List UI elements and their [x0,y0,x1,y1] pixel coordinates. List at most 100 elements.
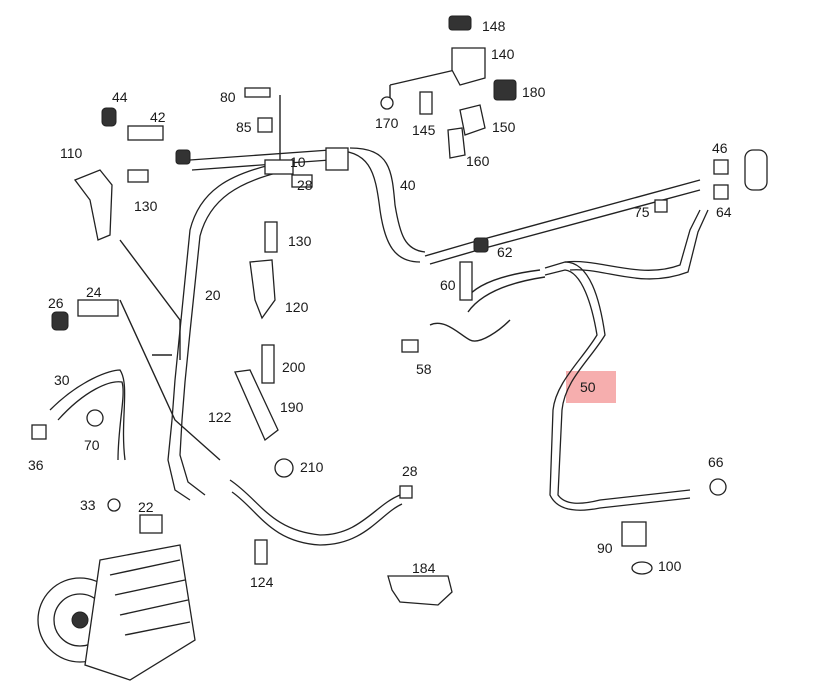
label-64: 64 [716,204,732,220]
compressor[interactable] [37,544,196,681]
hose-40-b [349,147,426,253]
part-28a[interactable] [291,174,313,188]
hose-40 [329,149,421,263]
part-33[interactable] [107,498,121,512]
hose-20 [171,164,271,421]
label-200: 200 [282,359,306,375]
part-170[interactable] [380,96,394,110]
line-60 [464,269,541,301]
hose-50-top [564,209,701,271]
line-58 [429,319,511,342]
line-60-b [467,276,546,313]
part-90[interactable] [621,521,647,547]
label-190: 190 [280,399,304,415]
part-28b[interactable] [399,485,413,499]
label-120: 120 [285,299,309,315]
label-28b: 28 [402,463,418,479]
part-130a[interactable] [127,169,149,183]
hose-28b-b [231,491,403,546]
label-75: 75 [634,204,650,220]
leader-122 [119,299,221,461]
part-66[interactable] [709,478,727,496]
label-46: 46 [712,140,728,156]
hose-50-b [544,269,691,511]
part-58[interactable] [401,339,419,353]
label-62: 62 [497,244,513,260]
part-46[interactable] [713,159,729,175]
part-85[interactable] [257,117,273,133]
hose-20-outer [181,171,281,421]
part-145[interactable] [419,91,433,115]
label-150: 150 [492,119,516,135]
fitting-42b [175,149,191,165]
label-30: 30 [54,372,70,388]
part-200[interactable] [261,344,275,384]
label-28a: 28 [297,177,313,193]
label-50: 50 [580,379,596,395]
part-10[interactable] [264,159,294,175]
label-24: 24 [86,284,102,300]
label-184: 184 [412,560,436,576]
label-130a: 130 [134,198,158,214]
label-20: 20 [205,287,221,303]
label-85: 85 [236,119,252,135]
hose-28b [229,479,401,536]
part-210[interactable] [274,458,294,478]
label-66: 66 [708,454,724,470]
bracket-110 [73,169,113,241]
label-26: 26 [48,295,64,311]
label-22: 22 [138,499,154,515]
label-140: 140 [491,46,515,62]
part-42[interactable] [127,125,164,141]
hose-30-b [57,381,124,461]
part-26[interactable] [51,311,69,331]
fitting-top [325,147,349,171]
part-64[interactable] [713,184,729,200]
label-60: 60 [440,277,456,293]
part-75[interactable] [654,199,668,213]
hose-50 [544,261,691,504]
part-150[interactable] [459,104,486,136]
part-160[interactable] [447,127,466,159]
label-90: 90 [597,540,613,556]
hose-top [189,149,331,161]
label-110: 110 [60,145,83,161]
hose-50-top-b [569,209,709,280]
label-33: 33 [80,497,96,513]
hose-122 [167,419,191,501]
label-58: 58 [416,361,432,377]
part-22[interactable] [139,514,163,534]
part-62[interactable] [473,237,489,253]
part-140[interactable] [451,47,486,86]
label-36: 36 [28,457,44,473]
part-44[interactable] [101,107,117,127]
label-130b: 130 [288,233,312,249]
label-80: 80 [220,89,236,105]
label-210: 210 [300,459,324,475]
part-70[interactable] [86,409,104,427]
part-184[interactable] [387,575,453,606]
part-124[interactable] [254,539,268,565]
label-100: 100 [658,558,682,574]
part-46-body[interactable] [744,149,768,191]
hose-122-b [179,419,206,496]
label-180: 180 [522,84,546,100]
part-100[interactable] [631,561,653,575]
highlight-50[interactable] [566,371,616,403]
label-145: 145 [412,122,436,138]
line-62-75 [424,179,701,257]
part-24[interactable] [77,299,119,317]
label-42: 42 [150,109,166,125]
label-170: 170 [375,115,399,131]
part-180[interactable] [493,79,517,101]
part-60[interactable] [459,261,473,301]
part-130b[interactable] [264,221,278,253]
label-148: 148 [482,18,506,34]
part-80[interactable] [244,87,271,98]
part-190[interactable] [234,369,279,442]
part-148[interactable] [448,15,472,31]
part-36[interactable] [31,424,47,440]
label-124: 124 [250,574,274,590]
part-120[interactable] [249,259,276,320]
